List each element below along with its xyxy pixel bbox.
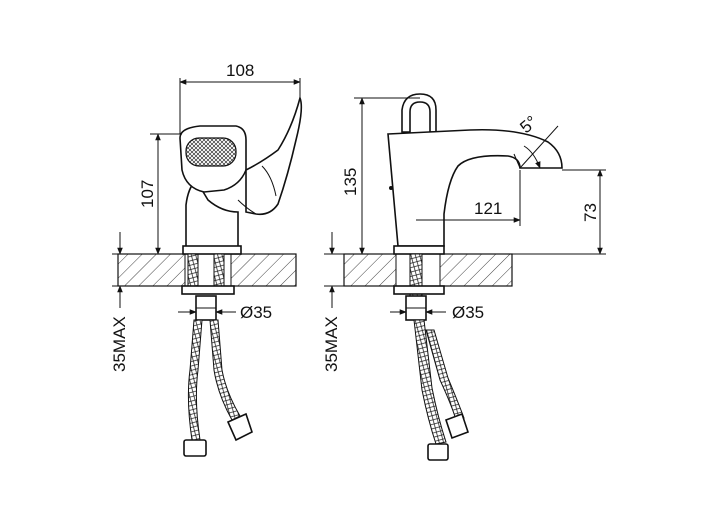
- front-aerator-mesh: [185, 137, 237, 167]
- front-view: 108 107 35MAX Ø35: [110, 61, 303, 457]
- side-height-label: 135: [341, 168, 360, 196]
- front-faucet-body: [185, 178, 239, 251]
- front-hose-right: [209, 319, 241, 421]
- side-handle-loop: [401, 93, 437, 133]
- front-hose-left: [187, 319, 203, 441]
- front-width-label: 108: [226, 61, 254, 80]
- side-max-depth-label: 35MAX: [322, 316, 341, 372]
- side-diameter-label: Ø35: [452, 303, 484, 322]
- front-height-label: 107: [138, 180, 157, 208]
- front-lever: [245, 95, 303, 216]
- side-reach-label: 121: [474, 199, 502, 218]
- side-spout-height-label: 73: [581, 203, 600, 222]
- side-hose: [413, 319, 447, 445]
- front-diameter-label: Ø35: [240, 303, 272, 322]
- side-faucet-body: [387, 128, 563, 247]
- side-view: 135 5° 121 73 35MAX Ø35: [322, 93, 606, 461]
- front-max-depth-label: 35MAX: [110, 316, 129, 372]
